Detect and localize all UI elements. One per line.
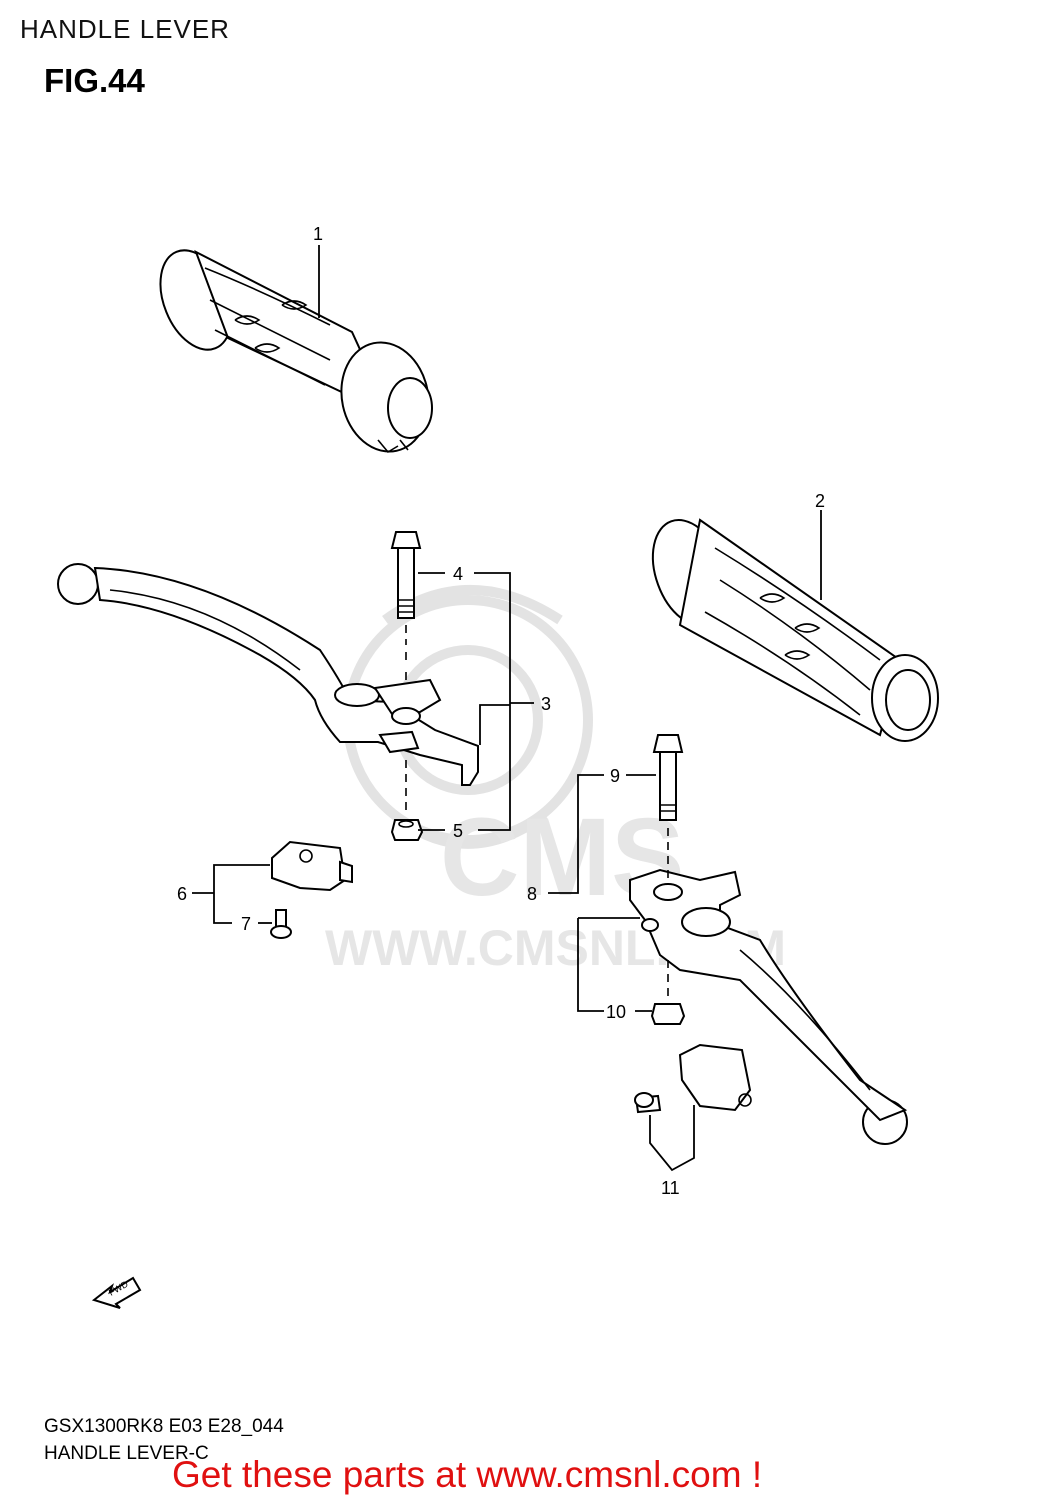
callout-4: 4 [453, 564, 463, 584]
callouts: 1 2 3 4 5 6 7 8 9 10 11 [177, 224, 825, 1198]
callout-8: 8 [527, 884, 537, 904]
right-pivot-bolt [652, 734, 684, 1000]
callout-1: 1 [313, 224, 323, 244]
left-lever [57, 563, 479, 786]
forward-arrow-icon: FWD [91, 1276, 142, 1309]
figure-title: FIG.44 [44, 62, 145, 99]
callout-2: 2 [815, 491, 825, 511]
left-grip [159, 249, 433, 454]
callout-6: 6 [177, 884, 187, 904]
callout-11: 11 [661, 1178, 680, 1198]
right-grip [651, 518, 939, 742]
diagram-name: HANDLE LEVER-C [44, 1443, 209, 1464]
diagram-code: GSX1300RK8 E03 E28_044 [44, 1416, 284, 1437]
left-pivot-nut [390, 819, 424, 841]
callout-9: 9 [610, 766, 620, 786]
right-lever [629, 868, 908, 1145]
page-header: HANDLE LEVER [20, 14, 230, 44]
callout-7: 7 [241, 914, 251, 934]
parts-link[interactable]: Get these parts at www.cmsnl.com ! [172, 1454, 763, 1495]
callout-3: 3 [541, 694, 551, 714]
callout-10: 10 [606, 1002, 626, 1022]
left-pivot-bolt [390, 531, 422, 815]
leader-lines [192, 245, 822, 1172]
right-lever-switch [634, 1043, 752, 1114]
right-pivot-nut [650, 1003, 686, 1025]
callout-5: 5 [453, 821, 463, 841]
left-lever-switch [271, 840, 353, 892]
left-switch-screw [270, 909, 292, 939]
